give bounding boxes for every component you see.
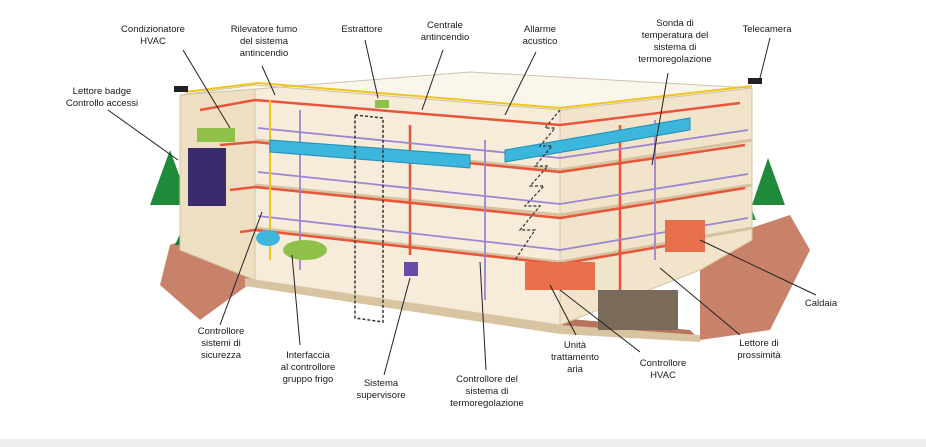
proximity-door bbox=[598, 290, 678, 330]
label-security-controller: Controllore sistemi di sicurezza bbox=[197, 326, 245, 361]
label-boiler: Caldaia bbox=[804, 298, 838, 309]
chiller-tank-1 bbox=[283, 240, 327, 260]
label-hvac-controller: Controllore HVAC bbox=[639, 358, 687, 381]
air-duct-main bbox=[269, 139, 471, 169]
extractor-unit bbox=[375, 100, 389, 108]
fire-pipes bbox=[199, 98, 746, 290]
rock-base-front bbox=[255, 268, 700, 340]
roof bbox=[179, 71, 753, 111]
stairwell bbox=[354, 114, 384, 323]
stairs-right bbox=[514, 109, 561, 261]
label-camera: Telecamera bbox=[742, 24, 792, 35]
label-hvac-conditioner: Condizionatore HVAC bbox=[121, 24, 185, 47]
label-proximity-reader: Lettore di prossimità bbox=[737, 338, 781, 361]
camera-right bbox=[748, 78, 762, 84]
label-air-handling-unit: Unità trattamento aria bbox=[550, 340, 600, 375]
label-chiller-interface: Interfaccia al controllore gruppo frigo bbox=[280, 350, 336, 385]
label-extractor: Estrattore bbox=[341, 24, 383, 35]
air-duct-right bbox=[504, 117, 691, 163]
rock-base-left bbox=[160, 232, 255, 320]
leader-lines bbox=[107, 37, 817, 376]
label-fire-control-unit: Centrale antincendio bbox=[420, 20, 470, 43]
label-smoke-detector: Rilevatore fumo del sistema antincendio bbox=[230, 24, 298, 59]
camera-left bbox=[174, 86, 188, 92]
label-badge-reader: Lettore badge Controllo accessi bbox=[65, 86, 139, 109]
label-supervisor-system: Sistema supervisore bbox=[356, 378, 406, 401]
supervisor-workstation bbox=[404, 262, 418, 276]
left-windows bbox=[188, 148, 226, 206]
air-handling-equipment bbox=[525, 262, 595, 290]
bms-cables bbox=[257, 110, 749, 300]
chiller-tank-2 bbox=[256, 230, 280, 246]
label-acoustic-alarm: Allarme acustico bbox=[522, 24, 558, 47]
boiler-equipment bbox=[665, 220, 705, 252]
ground-slab bbox=[245, 278, 700, 342]
label-temp-probe: Sonda di temperatura del sistema di term… bbox=[638, 18, 712, 65]
label-thermo-controller: Controllore del sistema di termoregolazi… bbox=[450, 374, 524, 409]
hvac-conditioner-unit bbox=[197, 128, 235, 142]
